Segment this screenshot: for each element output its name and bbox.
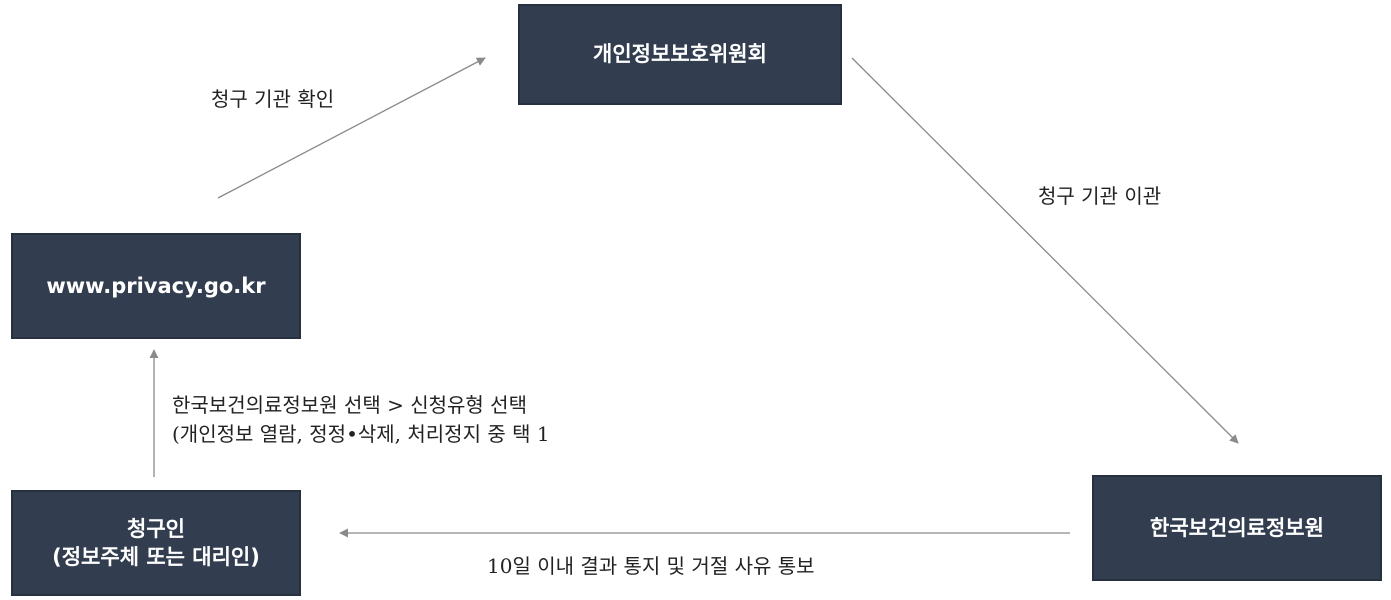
edge-label-website-to-pipc: 청구 기관 확인 xyxy=(211,87,335,111)
arrow-website-to-pipc xyxy=(217,57,486,199)
node-pipc-label: 개인정보보호위원회 xyxy=(593,42,767,67)
edge-label-requester-to-website-line2: (개인정보 열람, 정정•삭제, 처리정지 중 택 1 xyxy=(172,422,550,446)
node-requester: 청구인 (정보주체 또는 대리인) xyxy=(11,490,301,596)
node-requester-subtitle: (정보주체 또는 대리인) xyxy=(52,545,260,569)
node-khis: 한국보건의료정보원 xyxy=(1092,475,1382,581)
edge-label-khis-to-requester: 10일 이내 결과 통지 및 거절 사유 통보 xyxy=(487,554,815,578)
edge-label-pipc-to-khis: 청구 기관 이관 xyxy=(1038,184,1162,208)
node-pipc: 개인정보보호위원회 xyxy=(518,4,842,105)
node-website-label: www.privacy.go.kr xyxy=(46,273,266,298)
node-requester-title: 청구인 xyxy=(127,516,185,541)
node-website: www.privacy.go.kr xyxy=(11,233,301,339)
edge-label-requester-to-website-line1: 한국보건의료정보원 선택 > 신청유형 선택 xyxy=(172,393,527,417)
node-khis-label: 한국보건의료정보원 xyxy=(1150,515,1324,540)
edge-label-requester-to-website: 한국보건의료정보원 선택 > 신청유형 선택 (개인정보 열람, 정정•삭제, … xyxy=(172,391,550,449)
arrow-pipc-to-khis xyxy=(851,57,1239,444)
